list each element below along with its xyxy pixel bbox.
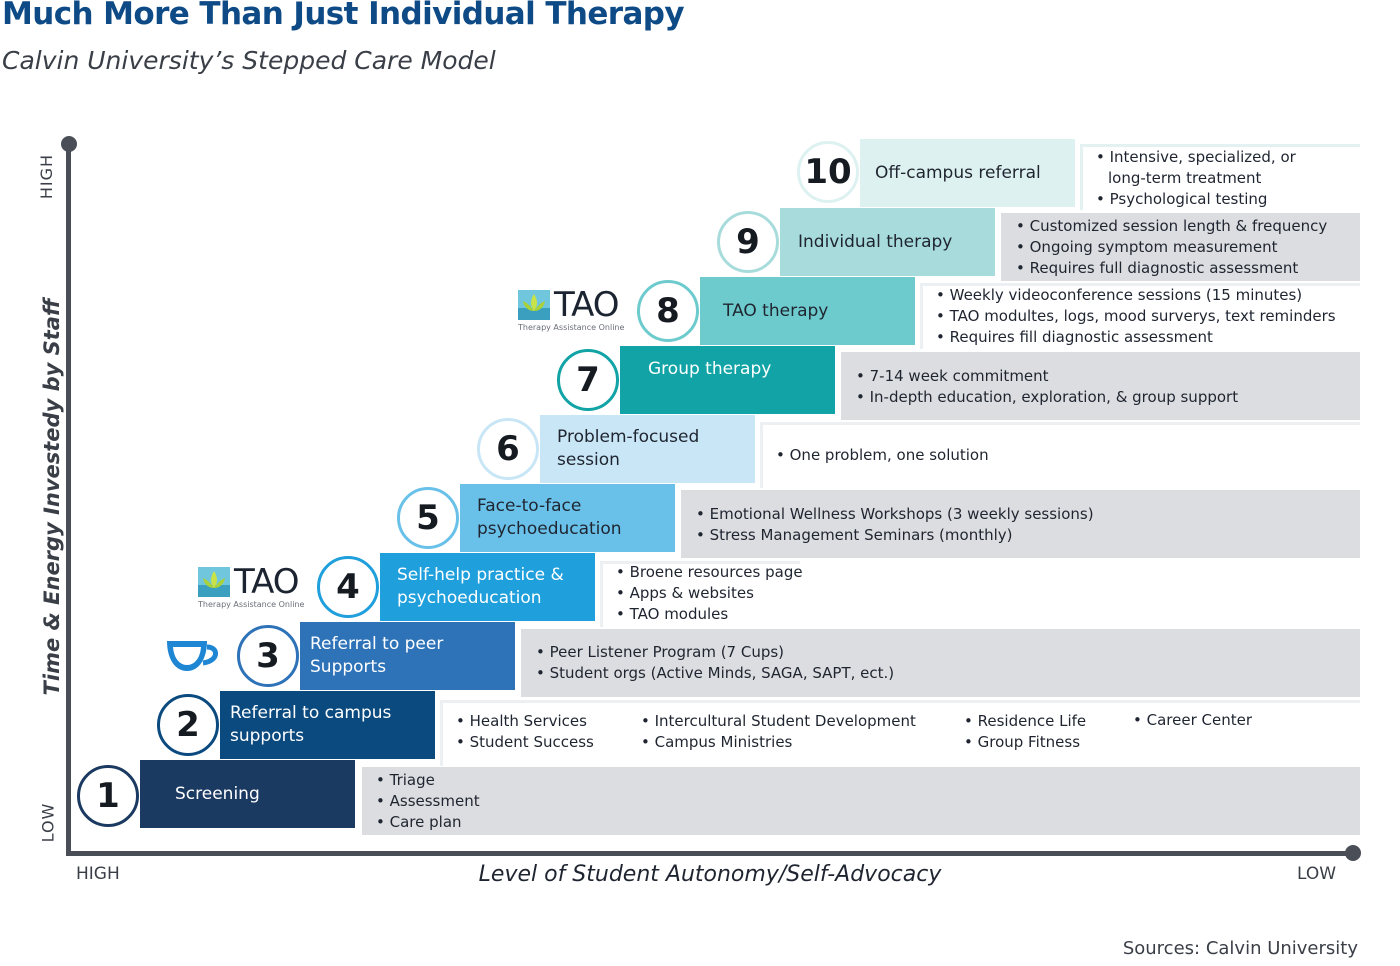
detail-item: Requires fill diagnostic assessment bbox=[936, 327, 1336, 348]
step-label: Referral to campus supports bbox=[230, 703, 392, 746]
step-2-details-col-2: Intercultural Student Development Campus… bbox=[641, 711, 916, 753]
x-axis-label: Level of Student Autonomy/Self-Advocacy bbox=[478, 862, 942, 887]
page-title: Much More Than Just Individual Therapy bbox=[2, 0, 685, 32]
page-subtitle: Calvin University’s Stepped Care Model bbox=[2, 46, 496, 75]
step-1-box: Screening bbox=[140, 760, 355, 828]
step-label: Individual therapy bbox=[798, 231, 953, 252]
detail-item: Psychological testing bbox=[1096, 189, 1316, 210]
detail-item: TAO modultes, logs, mood surverys, text … bbox=[936, 306, 1336, 327]
step-2-details-col-1: Health Services Student Success bbox=[456, 711, 594, 753]
step-7-details: 7-14 week commitment In-depth education,… bbox=[856, 366, 1238, 408]
detail-item: Residence Life bbox=[964, 711, 1087, 732]
lotus-icon bbox=[198, 567, 230, 597]
y-axis-label: Time & Energy Investedy by Staff bbox=[40, 298, 64, 696]
teacup-icon bbox=[167, 641, 218, 671]
detail-item: Weekly videoconference sessions (15 minu… bbox=[936, 285, 1336, 306]
step-7-box: Group therapy bbox=[620, 346, 835, 414]
step-3-number: 3 bbox=[237, 625, 299, 687]
detail-item: Peer Listener Program (7 Cups) bbox=[536, 642, 894, 663]
detail-item: One problem, one solution bbox=[776, 445, 989, 466]
y-axis-high-label: HIGH bbox=[37, 153, 57, 200]
detail-item: Career Center bbox=[1133, 710, 1252, 731]
detail-item: Student orgs (Active Minds, SAGA, SAPT, … bbox=[536, 663, 895, 684]
step-2-details-col-3: Residence Life Group Fitness bbox=[964, 711, 1087, 753]
step-7-number: 7 bbox=[557, 349, 619, 411]
detail-panel-2-border bbox=[440, 700, 1360, 766]
y-axis-low-label: LOW bbox=[38, 802, 58, 843]
step-1-number: 1 bbox=[77, 765, 139, 827]
step-4-number: 4 bbox=[317, 556, 379, 618]
detail-panel-6-border bbox=[760, 422, 1360, 488]
step-2-number: 2 bbox=[157, 694, 219, 756]
x-axis-low-label: LOW bbox=[1297, 864, 1337, 884]
detail-item: Requires full diagnostic assessment bbox=[1016, 258, 1327, 279]
step-2-details-col-4: Career Center bbox=[1133, 710, 1252, 731]
step-2-box: Referral to campus supports bbox=[220, 691, 435, 759]
detail-item: Triage bbox=[376, 770, 480, 791]
detail-item: Ongoing symptom measurement bbox=[1016, 237, 1327, 258]
x-axis-line bbox=[66, 851, 1354, 856]
step-9-details: Customized session length & frequency On… bbox=[1016, 216, 1328, 279]
x-axis-end-dot bbox=[1345, 845, 1361, 861]
step-10-details: Intensive, specialized, or long-term tre… bbox=[1096, 147, 1316, 210]
step-3-details: Peer Listener Program (7 Cups) Student o… bbox=[536, 642, 895, 684]
detail-panel-1 bbox=[362, 767, 1360, 835]
tao-tagline: Therapy Assistance Online bbox=[518, 323, 625, 332]
source-note: Sources: Calvin University bbox=[1122, 938, 1358, 959]
detail-item: Health Services bbox=[456, 711, 594, 732]
step-5-details: Emotional Wellness Workshops (3 weekly s… bbox=[696, 504, 1094, 546]
step-9-box: Individual therapy bbox=[780, 208, 995, 276]
detail-item: Apps & websites bbox=[616, 583, 803, 604]
step-4-details: Broene resources page Apps & websites TA… bbox=[616, 562, 803, 625]
step-label: TAO therapy bbox=[723, 300, 829, 321]
step-5-number: 5 bbox=[397, 487, 459, 549]
detail-item: Group Fitness bbox=[964, 732, 1086, 753]
step-label: Self-help practice & psychoeducation bbox=[397, 565, 564, 608]
detail-item: Broene resources page bbox=[616, 562, 803, 583]
step-10-box: Off-campus referral bbox=[860, 139, 1075, 207]
step-label: Screening bbox=[175, 783, 260, 804]
x-axis-high-label: HIGH bbox=[76, 864, 120, 884]
detail-item: 7-14 week commitment bbox=[856, 366, 1238, 387]
step-8-box: TAO therapy bbox=[700, 277, 915, 345]
detail-item: Stress Management Seminars (monthly) bbox=[696, 525, 1094, 546]
detail-panel-10-border bbox=[1080, 144, 1360, 210]
detail-item: Campus Ministries bbox=[641, 732, 916, 753]
lotus-icon bbox=[518, 290, 550, 320]
step-label: Off-campus referral bbox=[875, 162, 1041, 183]
step-9-number: 9 bbox=[717, 211, 779, 273]
step-label: Face-to-face psychoeducation bbox=[477, 496, 622, 539]
tao-wordmark: TAO bbox=[554, 285, 620, 325]
tao-tagline: Therapy Assistance Online bbox=[198, 600, 305, 609]
detail-item: Intensive, specialized, or long-term tre… bbox=[1096, 147, 1316, 189]
step-1-details: Triage Assessment Care plan bbox=[376, 770, 480, 833]
tao-wordmark: TAO bbox=[234, 562, 300, 602]
detail-item: In-depth education, exploration, & group… bbox=[856, 387, 1238, 408]
step-5-box: Face-to-face psychoeducation bbox=[460, 484, 675, 552]
step-4-box: Self-help practice & psychoeducation bbox=[380, 553, 595, 621]
step-6-box: Problem-focused session bbox=[540, 415, 755, 483]
detail-item: Intercultural Student Development bbox=[641, 711, 916, 732]
step-3-box: Referral to peer Supports bbox=[300, 622, 515, 690]
step-label: Referral to peer Supports bbox=[310, 634, 444, 677]
detail-item: Student Success bbox=[456, 732, 594, 753]
tao-logo-step-4: TAO Therapy Assistance Online bbox=[198, 565, 304, 609]
step-8-details: Weekly videoconference sessions (15 minu… bbox=[936, 285, 1336, 348]
detail-item: TAO modules bbox=[616, 604, 803, 625]
step-10-number: 10 bbox=[797, 141, 859, 203]
detail-item: Assessment bbox=[376, 791, 480, 812]
detail-item: Care plan bbox=[376, 812, 480, 833]
step-8-number: 8 bbox=[637, 280, 699, 342]
detail-item: Emotional Wellness Workshops (3 weekly s… bbox=[696, 504, 1094, 525]
y-axis-end-dot bbox=[61, 136, 77, 152]
step-label: Problem-focused session bbox=[557, 427, 700, 470]
step-6-number: 6 bbox=[477, 418, 539, 480]
detail-item: Customized session length & frequency bbox=[1016, 216, 1328, 237]
step-label: Group therapy bbox=[648, 359, 772, 379]
step-6-details: One problem, one solution bbox=[776, 445, 989, 466]
tao-logo-step-8: TAO Therapy Assistance Online bbox=[518, 288, 624, 332]
y-axis-line bbox=[66, 143, 71, 856]
